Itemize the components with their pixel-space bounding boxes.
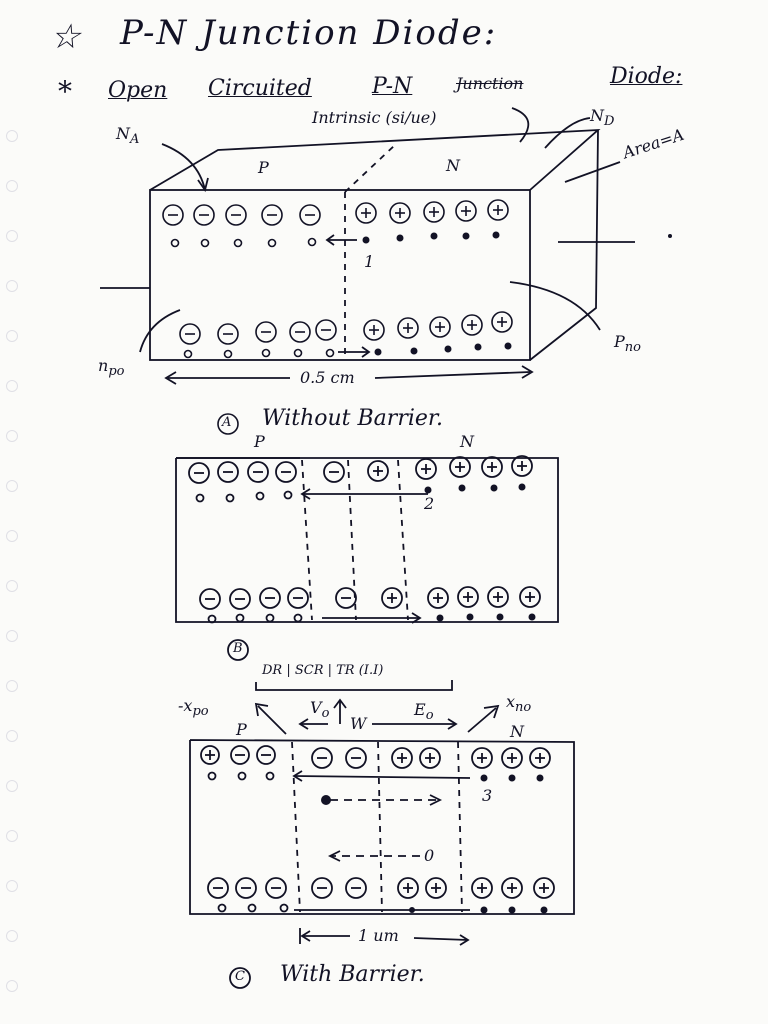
fig-c-vo-label: Vo: [310, 698, 330, 722]
notebook-margin: [6, 110, 18, 1010]
fig-a-p-label: P: [258, 158, 269, 177]
fig-a-npo-label: npo: [98, 356, 125, 380]
fig-a-caption: Without Barrier.: [262, 406, 443, 431]
fig-b-p-label: P: [254, 432, 265, 451]
fig-a-caption-letter: A: [222, 415, 232, 430]
fig-c-bracket-label: DR | SCR | TR (I.I): [262, 663, 384, 678]
fig-a-n-label: N: [446, 156, 460, 175]
fig-b-caption-letter: B: [233, 641, 243, 656]
star-icon: ☆: [50, 17, 81, 57]
fig-c-marker: 3: [482, 786, 493, 805]
fig-a-length-label: 0.5 cm: [300, 368, 355, 387]
fig-c-n-label: N: [510, 722, 524, 741]
fig-c-marker-zero: 0: [424, 846, 435, 865]
fig-a-na-label: NA: [116, 124, 140, 148]
subheading-diode: Diode:: [610, 64, 683, 89]
fig-b-marker: 2: [424, 494, 435, 513]
fig-c-p-label: P: [236, 720, 247, 739]
fig-c-eo-label: Eo: [414, 700, 434, 724]
fig-c-w-label: W: [350, 714, 367, 733]
fig-c-length-label: 1 um: [358, 926, 399, 945]
subheading-struck-word: Junction: [456, 74, 524, 93]
fig-a-nd-label: ND: [590, 106, 615, 130]
subheading-circuited: Circuited: [208, 76, 312, 101]
fig-a-intrinsic-label: Intrinsic (si/ue): [312, 108, 437, 127]
fig-b-n-label: N: [460, 432, 474, 451]
page-title: P-N Junction Diode:: [120, 13, 498, 53]
fig-c-caption-letter: C: [235, 969, 245, 984]
subheading-open: Open: [108, 78, 168, 103]
fig-c-caption: With Barrier.: [280, 962, 425, 987]
fig-c-xno-label: xno: [506, 692, 532, 716]
fig-c-xpo-label: -xpo: [178, 696, 209, 720]
asterisk-bullet: *: [58, 75, 72, 108]
fig-a-marker: 1: [364, 252, 375, 271]
fig-a-pno-label: Pno: [614, 332, 641, 356]
subheading-pn: P-N: [372, 74, 413, 99]
